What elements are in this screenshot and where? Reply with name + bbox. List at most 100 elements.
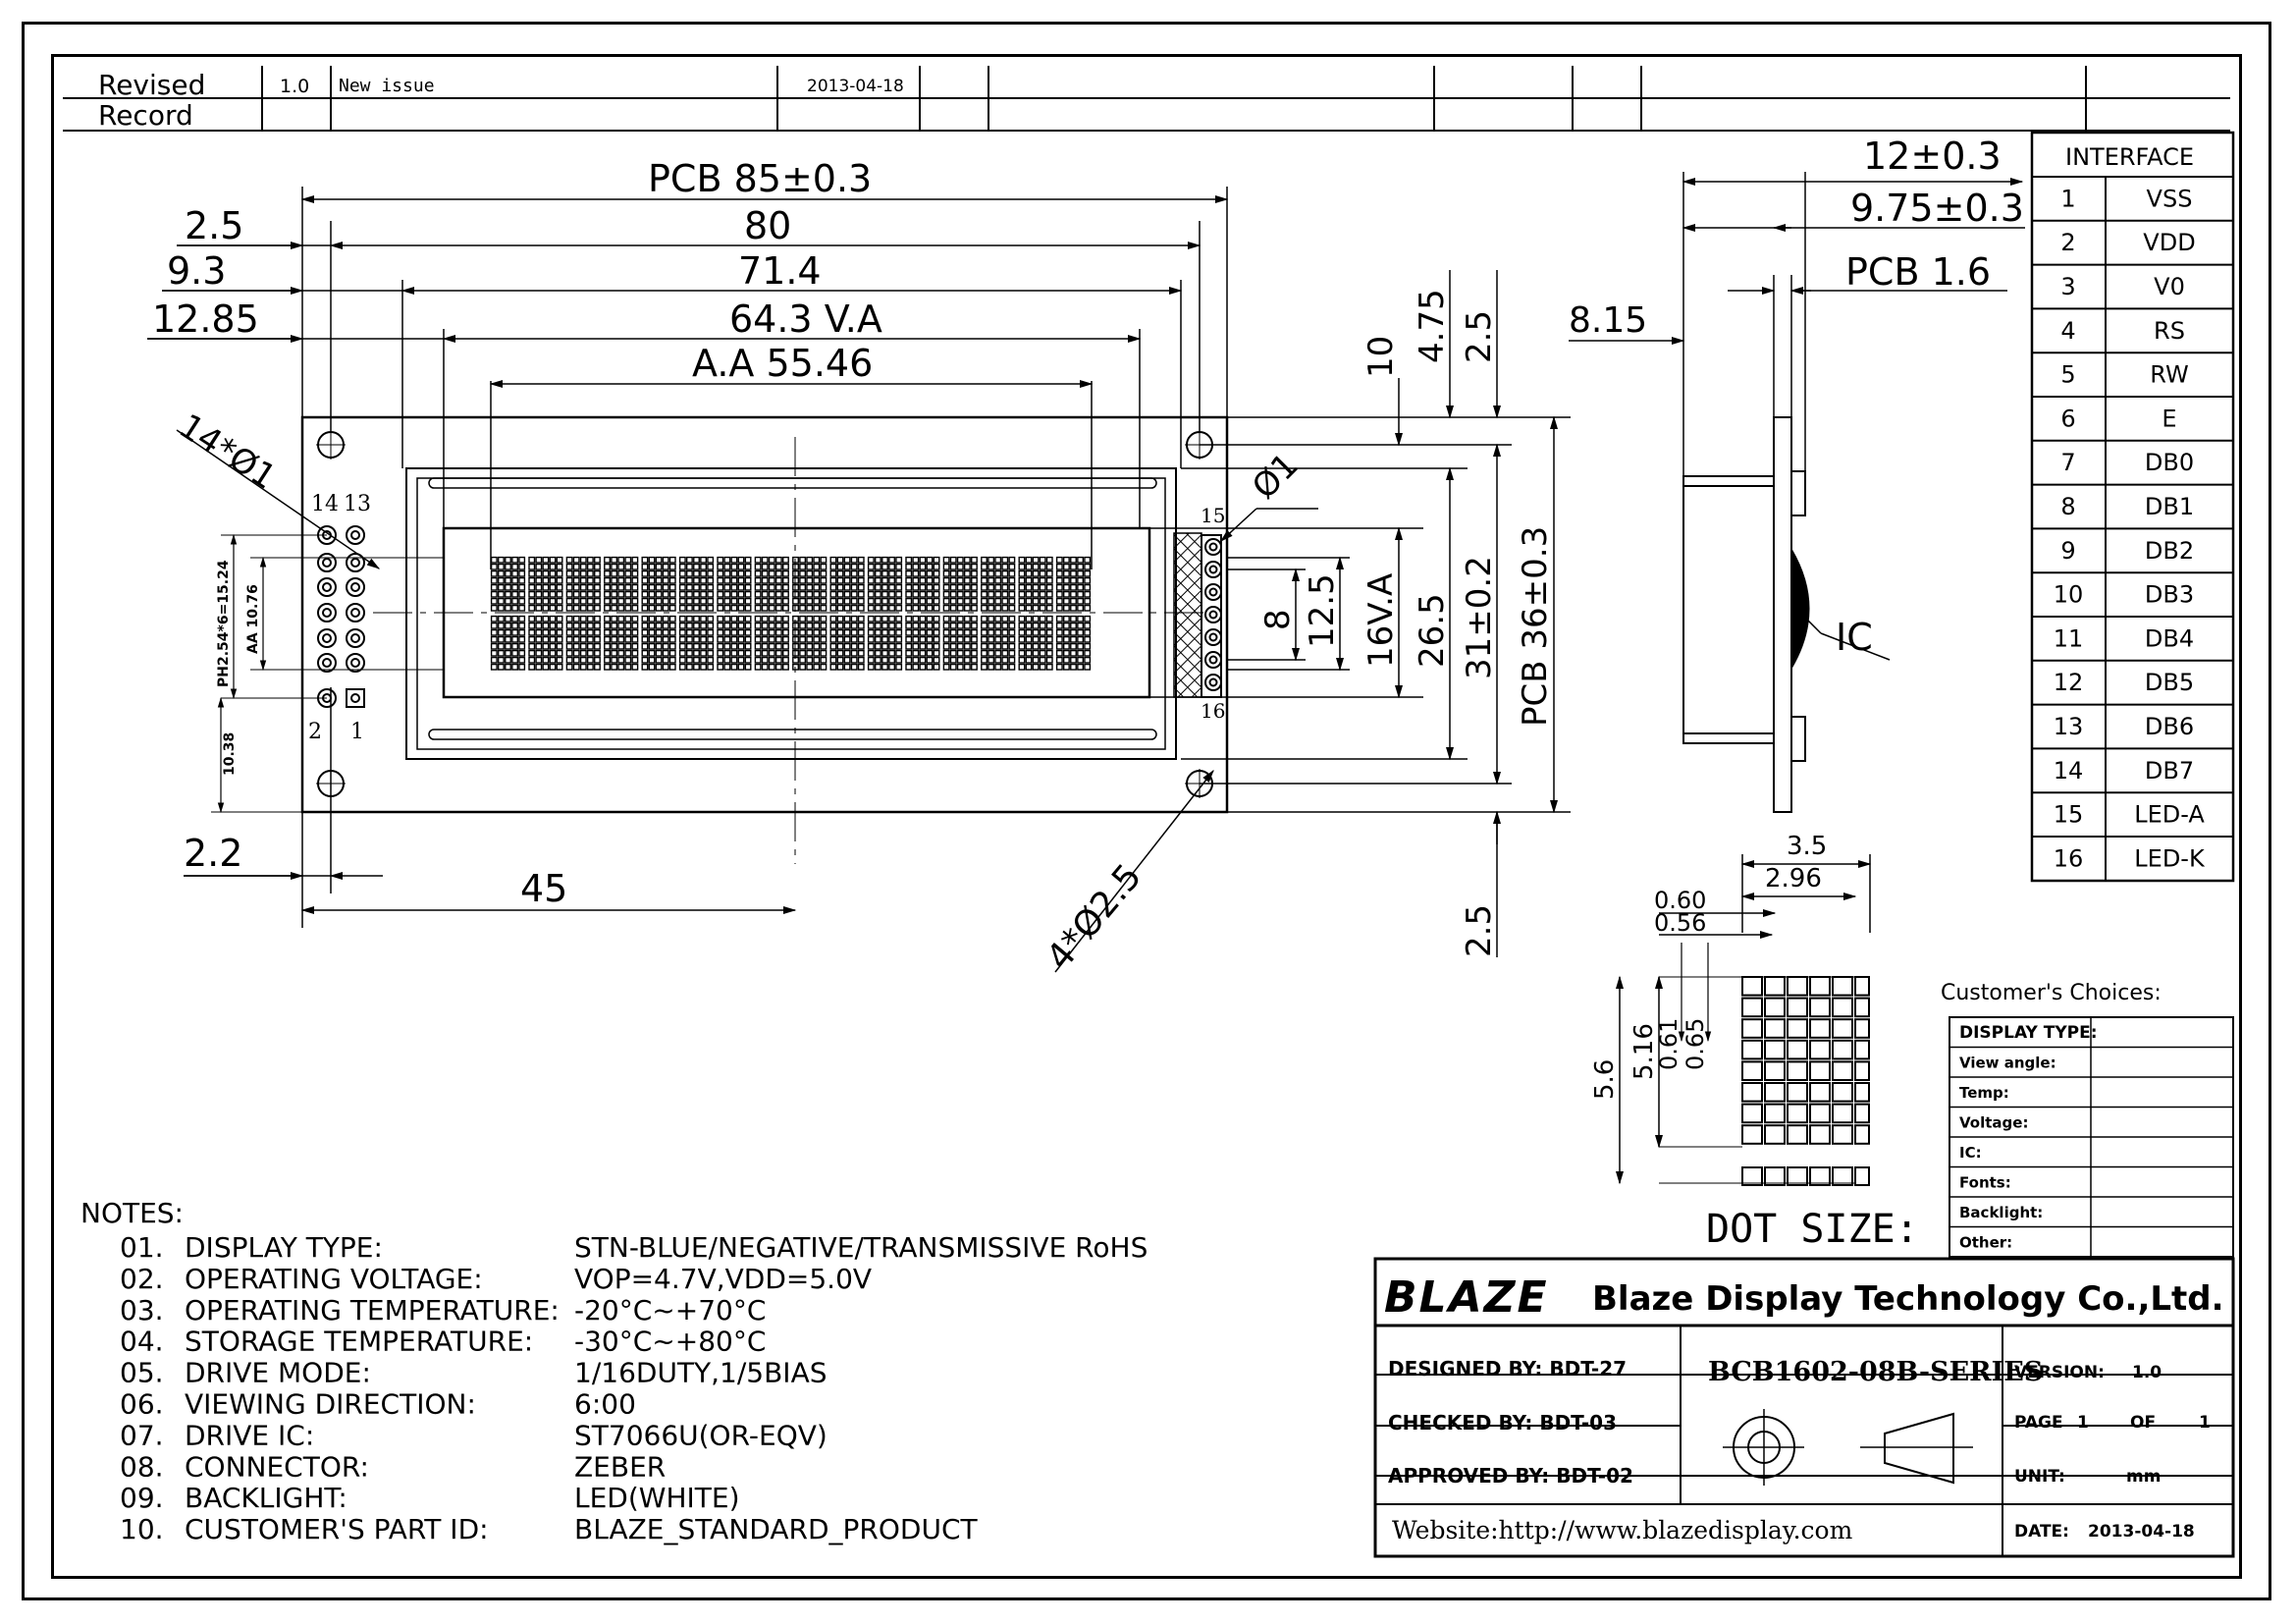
dot-cell [1832, 1018, 1853, 1039]
interface-pin-no: 11 [2054, 624, 2084, 652]
part-number: BCB1602-08B-SERIES [1708, 1357, 2043, 1387]
dim-2-5-left: 2.5 [185, 204, 243, 247]
dot-cell [1764, 1082, 1786, 1103]
customer-choice-label: DISPLAY TYPE: [1959, 1023, 2098, 1043]
outer-frame [22, 22, 2271, 1600]
interface-pin-no: 10 [2054, 581, 2084, 609]
interface-pin-no: 15 [2054, 801, 2084, 829]
dot-cell [1787, 1082, 1808, 1103]
cursor-dot [1787, 1166, 1808, 1186]
note-number: 02. [120, 1263, 164, 1295]
interface-pin-name: DB2 [2145, 537, 2194, 565]
char-cell [641, 615, 676, 671]
interface-pin-no: 5 [2060, 361, 2075, 389]
interface-pin-name: DB7 [2145, 757, 2194, 785]
side-view [1569, 172, 2025, 813]
note-number: 07. [120, 1419, 164, 1451]
dim-mount-holes: 4*Ø2.5 [1039, 857, 1149, 978]
pin-label-13: 13 [344, 492, 371, 516]
checked-by: CHECKED BY: BDT-03 [1388, 1411, 1617, 1435]
pin-label-2: 2 [308, 720, 322, 744]
dot-cell-adjacent [1854, 1018, 1870, 1039]
of-value: 1 [2199, 1413, 2211, 1433]
dim-pin-holes: 14*Ø1 [172, 406, 283, 498]
note-label: VIEWING DIRECTION: [185, 1388, 476, 1421]
cursor-dot [1809, 1166, 1831, 1186]
interface-pin-name: DB4 [2145, 624, 2194, 652]
interface-pin-no: 13 [2054, 713, 2084, 740]
note-value: STN-BLUE/NEGATIVE/TRANSMISSIVE RoHS [574, 1231, 1148, 1264]
char-cell [1055, 615, 1092, 671]
note-label: OPERATING VOLTAGE: [185, 1263, 483, 1295]
char-cell [717, 615, 752, 671]
dot-cell [1832, 976, 1853, 997]
dot-cell [1764, 1018, 1786, 1039]
dot-cell [1809, 1060, 1831, 1082]
approved-by: APPROVED BY: BDT-02 [1388, 1464, 1633, 1488]
dim-dot-0-56: 0.56 [1654, 909, 1706, 937]
interface-pin-no: 4 [2060, 317, 2075, 345]
dim-9-3: 9.3 [167, 249, 226, 293]
dot-cell [1764, 997, 1786, 1018]
blaze-logo: BLAZE [1384, 1272, 1547, 1323]
dot-cell [1809, 1039, 1831, 1060]
char-cell [942, 556, 978, 612]
dim-side-9-75: 9.75±0.3 [1850, 187, 2024, 230]
of-label: OF [2130, 1413, 2156, 1433]
char-cell [1018, 615, 1053, 671]
interface-pin-name: DB0 [2145, 449, 2194, 476]
interface-pin-name: LED-K [2134, 844, 2206, 872]
title-block [1373, 1257, 2235, 1558]
note-number: 04. [120, 1326, 164, 1358]
char-cell [678, 556, 715, 612]
char-cell [1055, 556, 1092, 612]
version-label: VERSION: [2014, 1363, 2105, 1382]
char-cell [867, 556, 903, 612]
customer-choice-label: Other: [1959, 1234, 2012, 1252]
dim-26-5: 26.5 [1413, 593, 1452, 668]
dim-pcb-height: PCB 36±0.3 [1516, 526, 1555, 727]
date-label: DATE: [2014, 1522, 2069, 1542]
dot-size-label: DOT SIZE: [1706, 1207, 1919, 1252]
note-number: 10. [120, 1513, 164, 1545]
dim-10-38: 10.38 [222, 732, 238, 776]
interface-pin-name: DB3 [2145, 581, 2194, 609]
dim-side-12: 12±0.3 [1863, 135, 2002, 178]
dim-45: 45 [520, 867, 567, 910]
interface-pin-no: 7 [2060, 449, 2075, 476]
dot-cell [1832, 997, 1853, 1018]
char-cell [565, 556, 601, 612]
char-cell [905, 615, 940, 671]
revised-record-label-2: Record [98, 99, 193, 132]
revised-record-label-1: Revised [98, 69, 205, 101]
notes-title: NOTES: [80, 1197, 184, 1229]
interface-pin-no: 16 [2054, 844, 2084, 872]
note-label: DISPLAY TYPE: [185, 1231, 383, 1264]
dim-10: 10 [1362, 336, 1401, 378]
revision-description: New issue [339, 76, 435, 96]
dot-cell [1832, 1124, 1853, 1145]
dot-cell [1741, 1039, 1763, 1060]
customer-choice-label: View angle: [1959, 1055, 2056, 1072]
char-cell [867, 615, 903, 671]
interface-pin-name: E [2162, 405, 2176, 432]
char-cell [641, 556, 676, 612]
customer-choices-title: Customer's Choices: [1941, 981, 2162, 1005]
dot-cell [1809, 1082, 1831, 1103]
interface-pin-name: VSS [2147, 185, 2193, 212]
front-view [147, 187, 1571, 973]
char-cell [754, 556, 789, 612]
dot-cell [1787, 1124, 1808, 1145]
dim-80: 80 [744, 204, 791, 247]
char-cell [717, 556, 752, 612]
dim-va: 64.3 V.A [729, 298, 882, 341]
website: Website:http://www.blazedisplay.com [1392, 1516, 1853, 1544]
dot-cell [1809, 997, 1831, 1018]
note-number: 03. [120, 1294, 164, 1326]
note-value: BLAZE_STANDARD_PRODUCT [574, 1513, 979, 1545]
note-number: 09. [120, 1482, 164, 1514]
dot-cell [1809, 976, 1831, 997]
page-label: PAGE [2014, 1413, 2063, 1433]
dim-12-5: 12.5 [1303, 573, 1342, 648]
dot-cell [1741, 1060, 1763, 1082]
